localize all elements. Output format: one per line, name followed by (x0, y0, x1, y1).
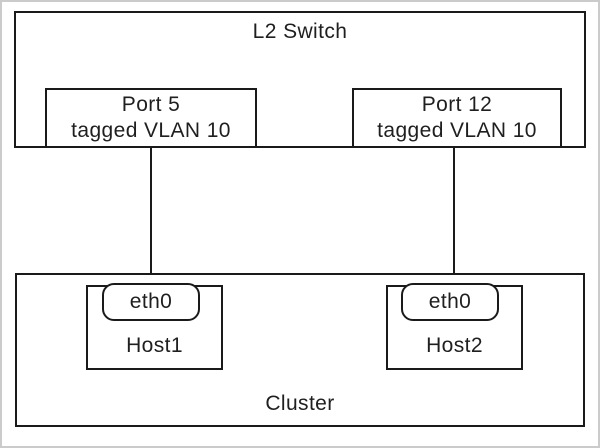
port12-vlan-label: tagged VLAN 10 (377, 119, 537, 142)
host1-label: Host1 (126, 334, 183, 357)
port12-box: Port 12 tagged VLAN 10 (352, 88, 562, 148)
port5-name-label: Port 5 (121, 93, 181, 116)
host2-label: Host2 (426, 334, 483, 357)
port5-box: Port 5 tagged VLAN 10 (45, 88, 257, 148)
l2-switch-label: L2 Switch (252, 20, 348, 43)
port5-host1-link-line (150, 146, 152, 286)
host2-eth0-box: eth0 (401, 283, 499, 321)
cluster-label: Cluster (265, 392, 335, 415)
port12-name-label: Port 12 (421, 93, 493, 116)
host1-eth0-label: eth0 (129, 290, 173, 313)
port12-host2-link-line (453, 146, 455, 286)
host2-eth0-label: eth0 (428, 290, 472, 313)
host1-eth0-box: eth0 (102, 283, 200, 321)
port5-vlan-label: tagged VLAN 10 (71, 119, 231, 142)
